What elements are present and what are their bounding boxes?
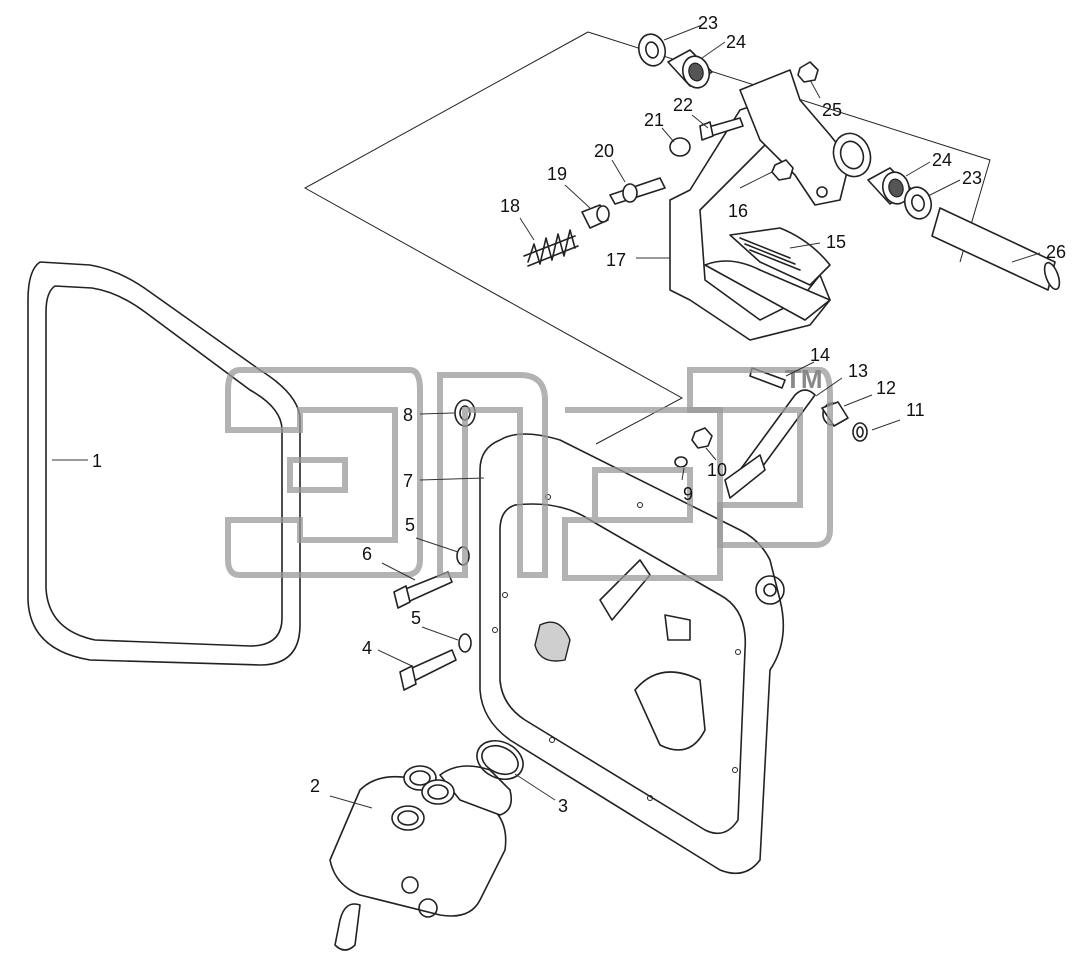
part-21-ball <box>669 137 691 157</box>
part-15-pedal-pad <box>704 227 831 321</box>
callout-labels: 1 2 3 4 5 5 6 7 8 9 10 11 12 13 14 15 16… <box>92 13 1066 816</box>
watermark-logo: TM <box>225 364 833 581</box>
callout-5-lower: 5 <box>411 608 421 628</box>
callout-9: 9 <box>683 484 693 504</box>
part-23-washer-right <box>903 186 933 220</box>
part-26-shaft <box>931 207 1061 291</box>
callout-25: 25 <box>822 100 842 120</box>
part-18-spring <box>523 229 579 267</box>
callout-8: 8 <box>403 405 413 425</box>
pedal-bracket <box>739 69 872 206</box>
part-10-nut <box>691 427 713 449</box>
part-7-base-plate <box>479 433 785 875</box>
watermark-tm: TM <box>785 364 823 394</box>
callout-4: 4 <box>362 638 372 658</box>
callout-7: 7 <box>403 471 413 491</box>
callout-24-right: 24 <box>932 150 952 170</box>
part-19-bushing <box>581 204 610 229</box>
part-23-washer-left <box>637 33 667 67</box>
callout-1: 1 <box>92 451 102 471</box>
callout-15: 15 <box>826 232 846 252</box>
callout-17: 17 <box>606 250 626 270</box>
part-3-o-ring <box>476 739 524 781</box>
callout-22: 22 <box>673 95 693 115</box>
callout-19: 19 <box>547 164 567 184</box>
callout-23-top: 23 <box>698 13 718 33</box>
callout-12: 12 <box>876 378 896 398</box>
callout-24-top: 24 <box>726 32 746 52</box>
callout-20: 20 <box>594 141 614 161</box>
callout-6: 6 <box>362 544 372 564</box>
callout-18: 18 <box>500 196 520 216</box>
part-24-bearing-left <box>667 49 713 89</box>
leader-lines <box>52 24 1041 809</box>
part-4-bolt <box>399 649 457 691</box>
part-20-pushrod <box>609 177 666 205</box>
part-6-bolt <box>393 571 453 609</box>
part-24-bearing-right <box>867 167 913 205</box>
part-25-nut <box>797 61 819 83</box>
callout-2: 2 <box>310 776 320 796</box>
callout-5-upper: 5 <box>405 515 415 535</box>
part-2-brake-valve <box>329 765 513 951</box>
callout-14: 14 <box>810 345 830 365</box>
callout-26: 26 <box>1046 242 1066 262</box>
callout-10: 10 <box>707 460 727 480</box>
part-11-ring <box>852 422 868 442</box>
part-1-seal <box>27 261 301 666</box>
callout-23-right: 23 <box>962 168 982 188</box>
callout-16: 16 <box>728 201 748 221</box>
part-9-washer <box>674 456 688 468</box>
callout-13: 13 <box>848 361 868 381</box>
callout-11: 11 <box>906 400 925 420</box>
callout-3: 3 <box>558 796 568 816</box>
callout-21: 21 <box>644 110 664 130</box>
part-22-bolt <box>699 117 744 141</box>
